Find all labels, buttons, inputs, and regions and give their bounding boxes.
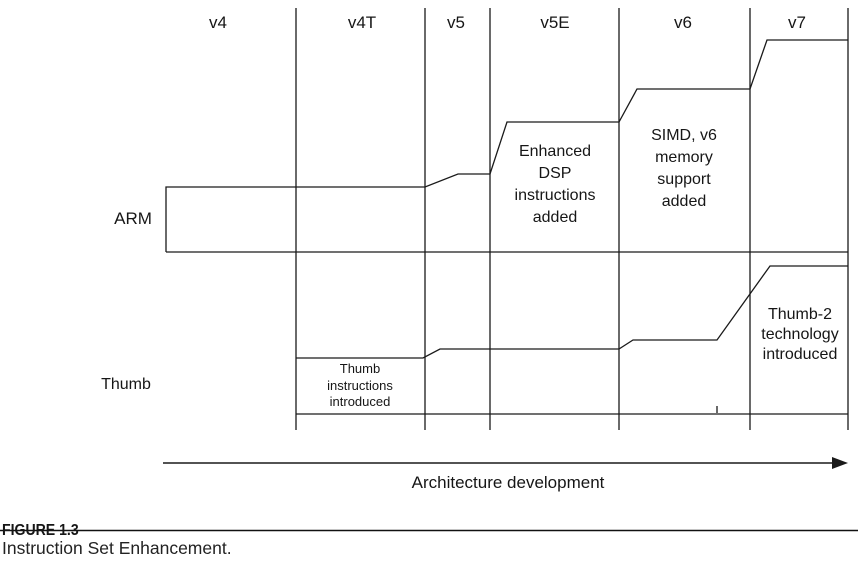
figure-caption-title: Instruction Set Enhancement. [2,538,232,558]
column-label-v5E: v5E [540,13,570,32]
column-label-v5: v5 [447,13,465,32]
annotation-simd-v6-memory: SIMD, v6 memory support added [651,127,717,210]
row-label-arm: ARM [114,209,152,228]
figure-caption-label: FIGURE 1.3 [2,504,89,540]
figure-caption-label-text: FIGURE 1.3 [2,522,79,539]
column-gridlines [295,8,849,430]
timeline-arrow-label: Architecture development [411,473,605,492]
annotation-enhanced-dsp: Enhanced DSP instructions added [514,143,596,226]
row-label-thumb: Thumb [101,376,151,393]
column-label-v7: v7 [788,13,806,32]
annotation-thumb2-technology: Thumb-2 technology introduced [761,306,839,363]
timeline-arrow [163,457,848,469]
arrow-head [832,457,848,469]
column-label-v4: v4 [209,13,227,32]
thumb-step-line [296,265,848,359]
annotation-thumb-instructions: Thumb instructions introduced [327,361,393,409]
column-label-v4T: v4T [347,13,377,32]
column-label-v6: v6 [674,13,692,32]
arm-step-line [165,39,848,252]
